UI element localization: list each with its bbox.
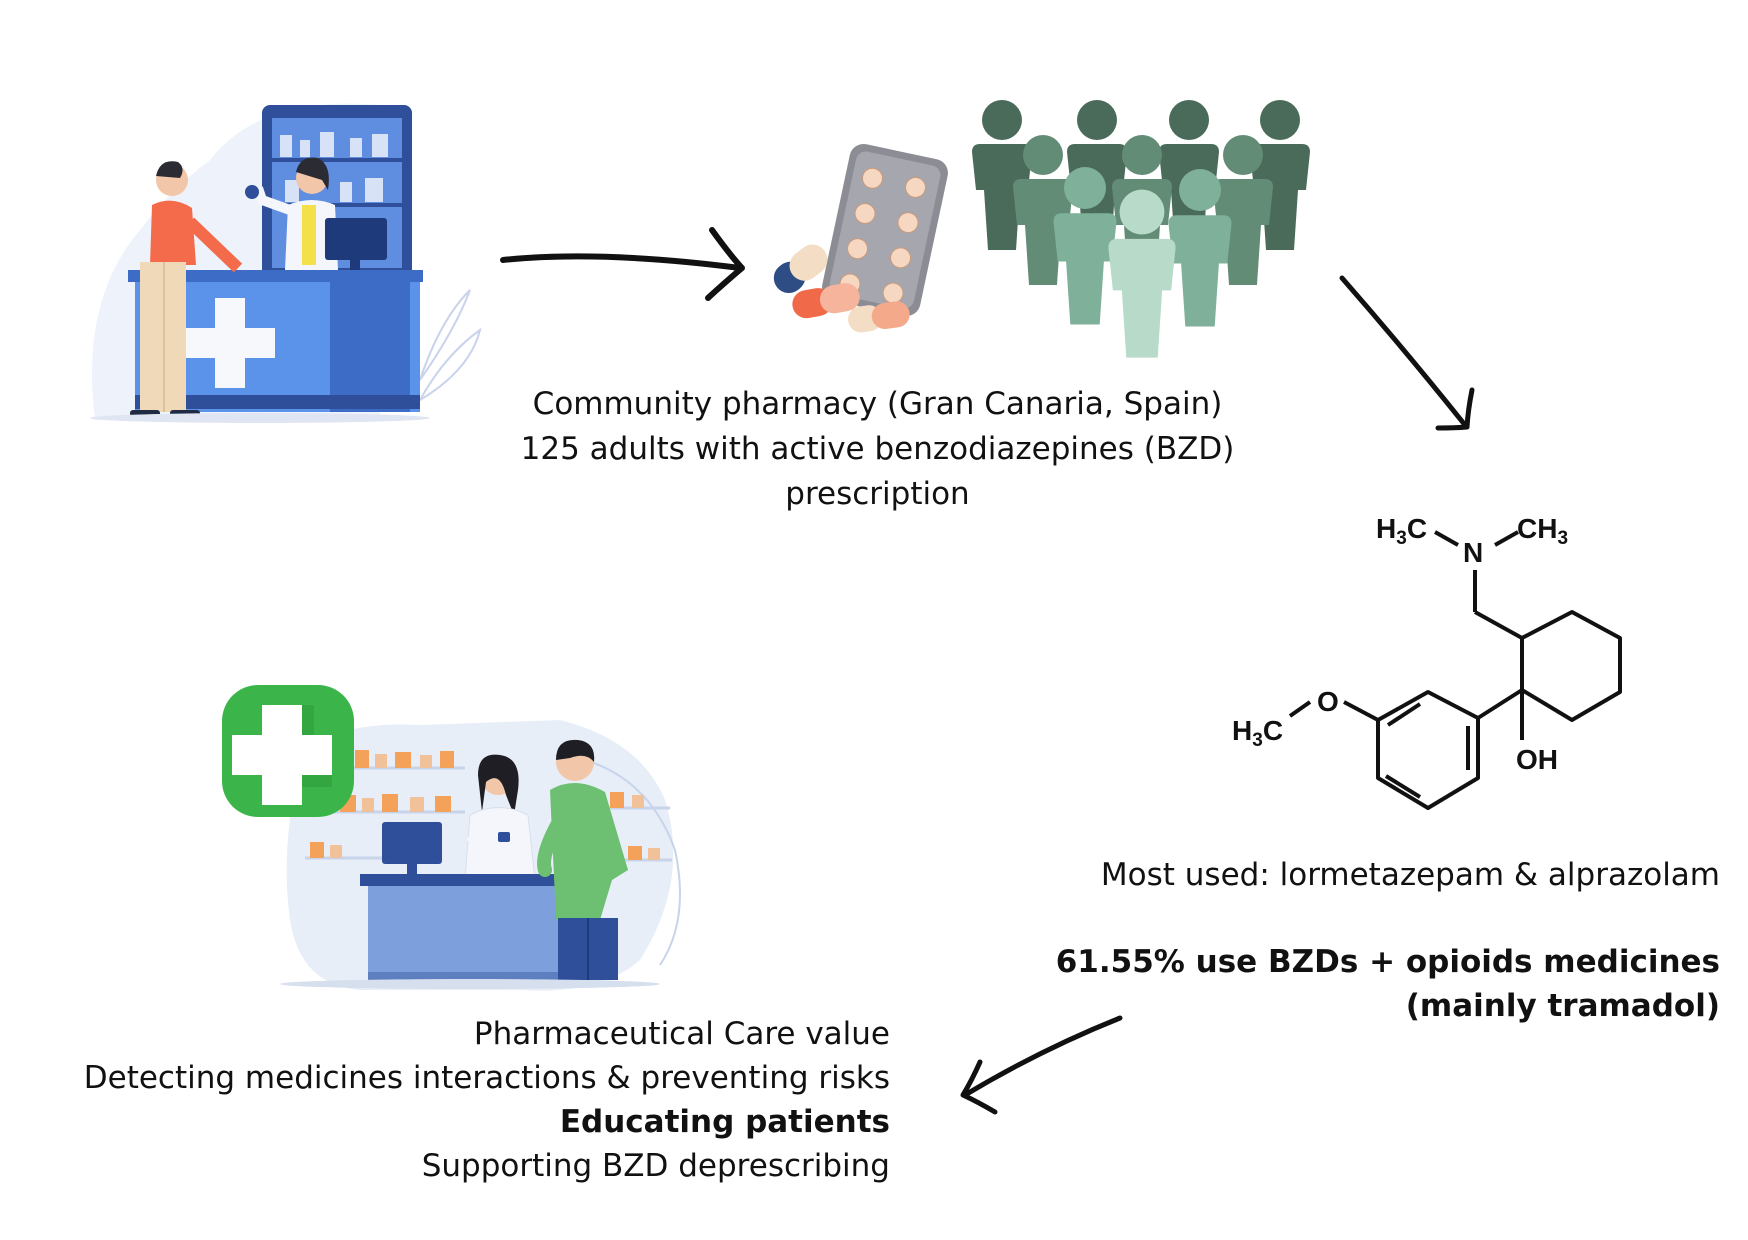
most-used-line: Most used: lormetazepam & alprazolam (1100, 857, 1720, 893)
atom-h3c-left: H3C (1232, 715, 1283, 751)
combo-line-2: (mainly tramadol) (1405, 988, 1720, 1024)
study-description: Community pharmacy (Gran Canaria, Spain)… (470, 382, 1285, 517)
findings: Most used: lormetazepam & alprazolam (1010, 853, 1720, 898)
study-line-2: 125 adults with active benzodiazepines (… (520, 431, 1235, 467)
study-line-1: Community pharmacy (Gran Canaria, Spain) (532, 386, 1223, 422)
atom-n: N (1463, 537, 1483, 568)
atom-h3c-top: H3C (1376, 513, 1427, 549)
pharmaceutical-care-value: Pharmaceutical Care value Detecting medi… (60, 1012, 890, 1188)
combo-line-1: 61.55% use BZDs + opioids medicines (1055, 944, 1720, 980)
atom-o: O (1317, 686, 1339, 717)
combo-finding: 61.55% use BZDs + opioids medicines (mai… (1010, 940, 1720, 1028)
value-line-3: Educating patients (559, 1104, 890, 1140)
value-line-4: Supporting BZD deprescribing (421, 1148, 890, 1184)
value-line-1: Pharmaceutical Care value (473, 1016, 890, 1052)
value-line-2: Detecting medicines interactions & preve… (83, 1060, 890, 1096)
study-line-3: prescription (785, 476, 970, 512)
atom-ch3-top: CH3 (1517, 513, 1568, 549)
atom-oh: OH (1516, 744, 1558, 775)
